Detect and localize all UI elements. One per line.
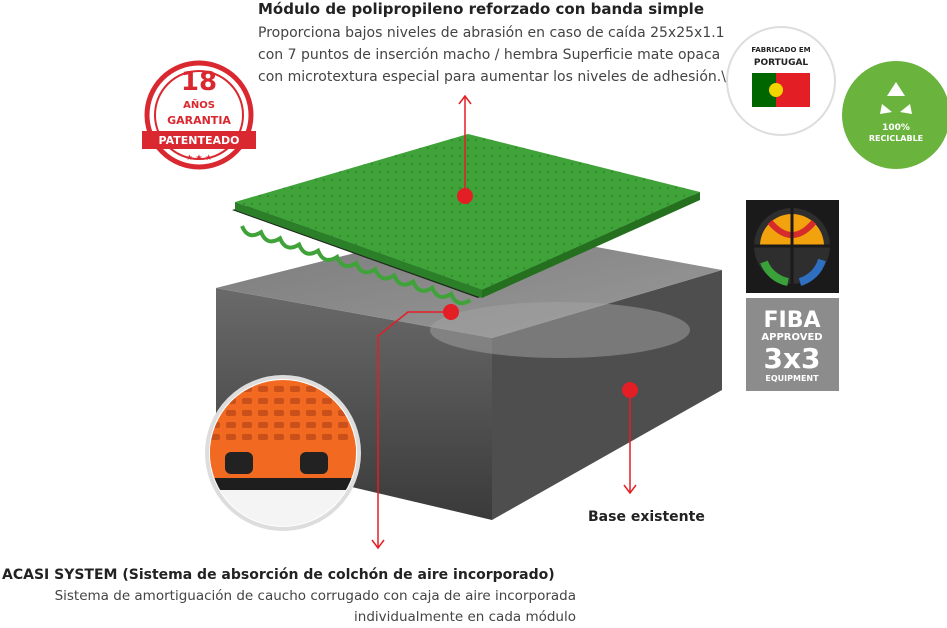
zoom-detail-circle	[205, 375, 361, 531]
base-marker-dot	[622, 382, 638, 398]
warranty-seal-icon: 18 AÑOS GARANTIA PATENTEADO ★ ★ ★	[142, 60, 256, 170]
made-in-portugal-badge: FABRICADO EM PORTUGAL	[726, 26, 836, 136]
fiba-approved-badge: FIBA APPROVED 3x3 EQUIPMENT	[746, 298, 839, 391]
svg-text:AÑOS: AÑOS	[183, 98, 215, 111]
svg-text:★ ★ ★: ★ ★ ★	[186, 153, 213, 162]
svg-text:GARANTIA: GARANTIA	[167, 114, 231, 127]
base-label: Base existente	[588, 509, 705, 525]
warranty-number: 18	[181, 67, 217, 97]
svg-text:PORTUGAL: PORTUGAL	[754, 58, 809, 68]
acasi-title: ACASI SYSTEM (Sistema de absorción de co…	[2, 567, 555, 583]
module-description: Proporciona bajos niveles de abrasión en…	[258, 25, 726, 85]
svg-text:3x3: 3x3	[763, 342, 820, 375]
svg-text:PATENTEADO: PATENTEADO	[159, 134, 240, 147]
svg-text:FABRICADO EM: FABRICADO EM	[751, 46, 810, 54]
recycle-icon	[880, 82, 912, 114]
green-tile	[235, 134, 700, 298]
acasi-marker-dot	[443, 304, 459, 320]
module-title: Módulo de polipropileno reforzado con ba…	[258, 0, 705, 18]
svg-text:100%: 100%	[882, 123, 910, 133]
svg-text:RECICLABLE: RECICLABLE	[869, 134, 923, 143]
tile-marker-dot	[457, 188, 473, 204]
portugal-flag-icon	[752, 73, 810, 107]
fiba-ball-logo	[746, 200, 839, 293]
svg-text:FIBA: FIBA	[763, 308, 820, 333]
svg-text:APPROVED: APPROVED	[761, 332, 822, 343]
svg-text:EQUIPMENT: EQUIPMENT	[765, 374, 819, 383]
acasi-description: Sistema de amortiguación de caucho corru…	[54, 588, 576, 625]
callout-lines	[371, 94, 637, 550]
recyclable-badge: 100% RECICLABLE	[842, 61, 947, 169]
